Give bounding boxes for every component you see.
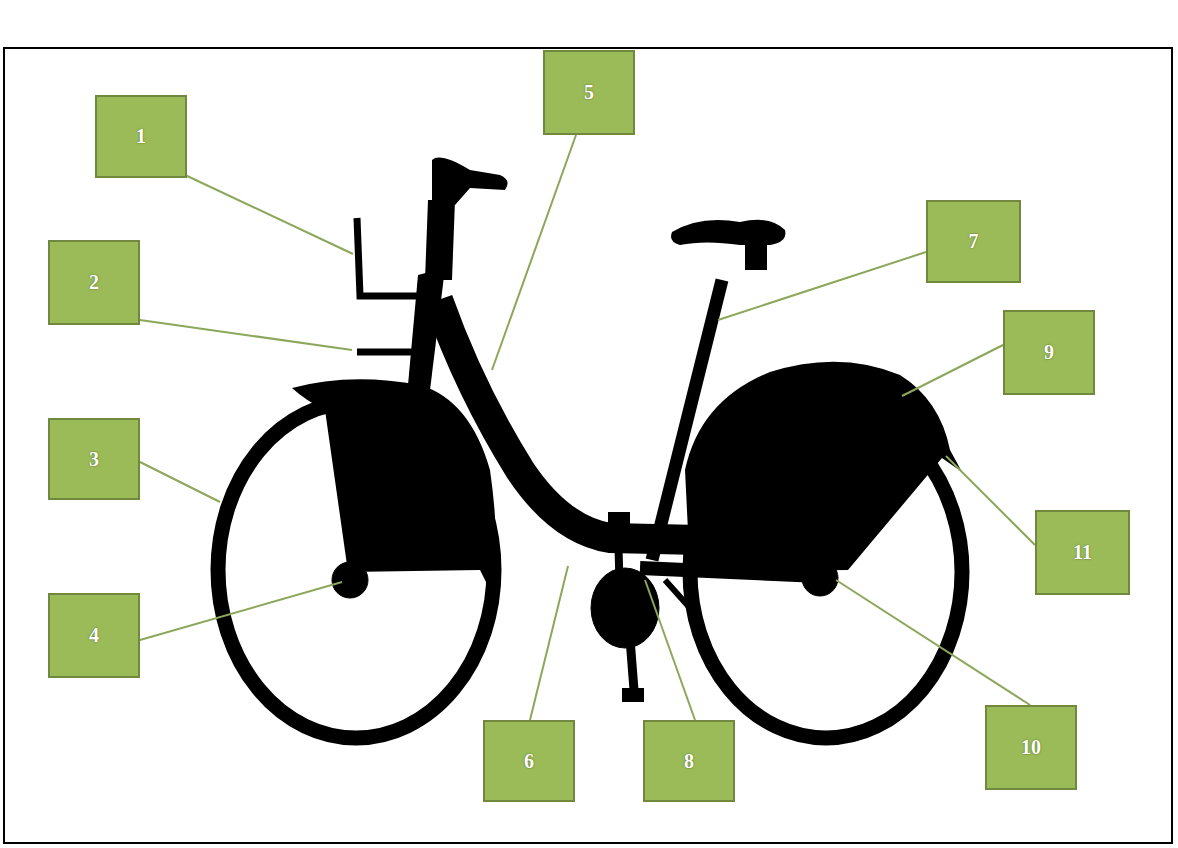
callout-box: 4: [48, 593, 140, 678]
callout-number: 2: [89, 271, 99, 294]
callout-box: 9: [1003, 310, 1095, 395]
callout-number: 5: [584, 81, 594, 104]
callout-box: 11: [1035, 510, 1130, 595]
bicycle-silhouette: [218, 158, 962, 738]
leader-lines: [140, 135, 1035, 720]
callout-number: 8: [684, 750, 694, 773]
callout-number: 9: [1044, 341, 1054, 364]
callout-number: 10: [1021, 736, 1041, 759]
callout-box: 3: [48, 418, 140, 500]
callout-box: 7: [926, 200, 1021, 283]
callout-number: 7: [969, 230, 979, 253]
callout-box: 10: [985, 705, 1077, 790]
callout-box: 1: [95, 95, 187, 178]
callout-number: 3: [89, 448, 99, 471]
callout-number: 11: [1073, 541, 1092, 564]
callout-box: 8: [643, 720, 735, 802]
callout-box: 5: [543, 50, 635, 135]
frame-border: [4, 48, 1172, 843]
callout-number: 4: [89, 624, 99, 647]
callout-number: 1: [136, 125, 146, 148]
callout-box: 6: [483, 720, 575, 802]
callout-box: 2: [48, 240, 140, 325]
callout-number: 6: [524, 750, 534, 773]
